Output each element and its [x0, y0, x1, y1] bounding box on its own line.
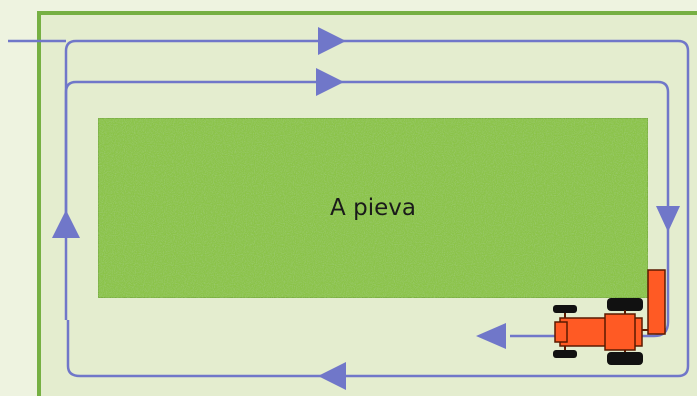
arrow-up-icon — [52, 210, 80, 238]
arrow-right-icon — [316, 68, 344, 96]
arrow-left-icon — [318, 362, 346, 390]
arrow-down-icon — [656, 206, 680, 232]
plot-border — [37, 11, 697, 396]
outer-mowing-path — [64, 39, 690, 378]
arrow-left-icon — [476, 323, 506, 349]
grass-field — [97, 117, 649, 299]
tractor-icon — [553, 269, 666, 365]
arrow-right-icon — [318, 27, 346, 55]
